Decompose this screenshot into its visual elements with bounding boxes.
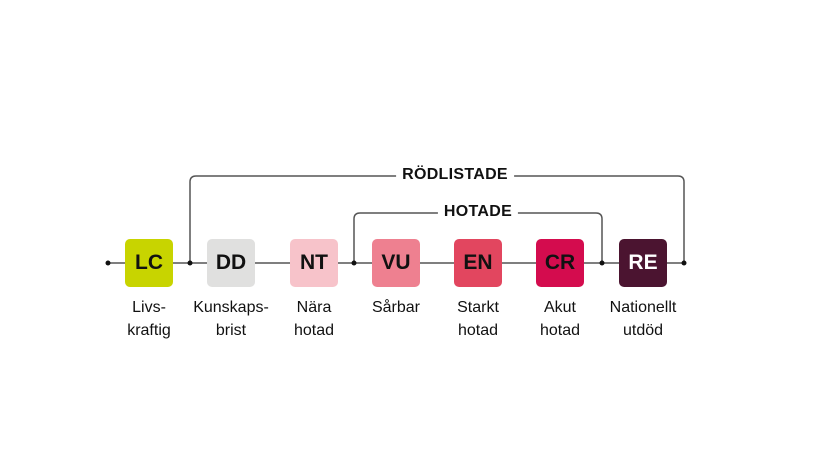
- category-badge-en: EN: [454, 239, 502, 287]
- redlisted-bracket-label: RÖDLISTADE: [396, 166, 514, 184]
- category-label-vu: Sårbar: [371, 299, 421, 316]
- category-label-en: Starkt hotad: [457, 299, 499, 339]
- category-badge-re: RE: [619, 239, 667, 287]
- category-label-dd: Kunskaps- brist: [193, 299, 269, 339]
- category-label-nt: Nära hotad: [293, 299, 335, 339]
- category-badge-vu: VU: [372, 239, 420, 287]
- category-badge-nt: NT: [290, 239, 338, 287]
- category-label-re: Nationellt utdöd: [609, 299, 677, 339]
- category-label-cr: Akut hotad: [539, 299, 581, 339]
- category-badge-lc: LC: [125, 239, 173, 287]
- category-badge-dd: DD: [207, 239, 255, 287]
- category-badge-cr: CR: [536, 239, 584, 287]
- threatened-bracket-label: HOTADE: [437, 203, 519, 221]
- category-label-lc: Livs- kraftig: [127, 299, 171, 339]
